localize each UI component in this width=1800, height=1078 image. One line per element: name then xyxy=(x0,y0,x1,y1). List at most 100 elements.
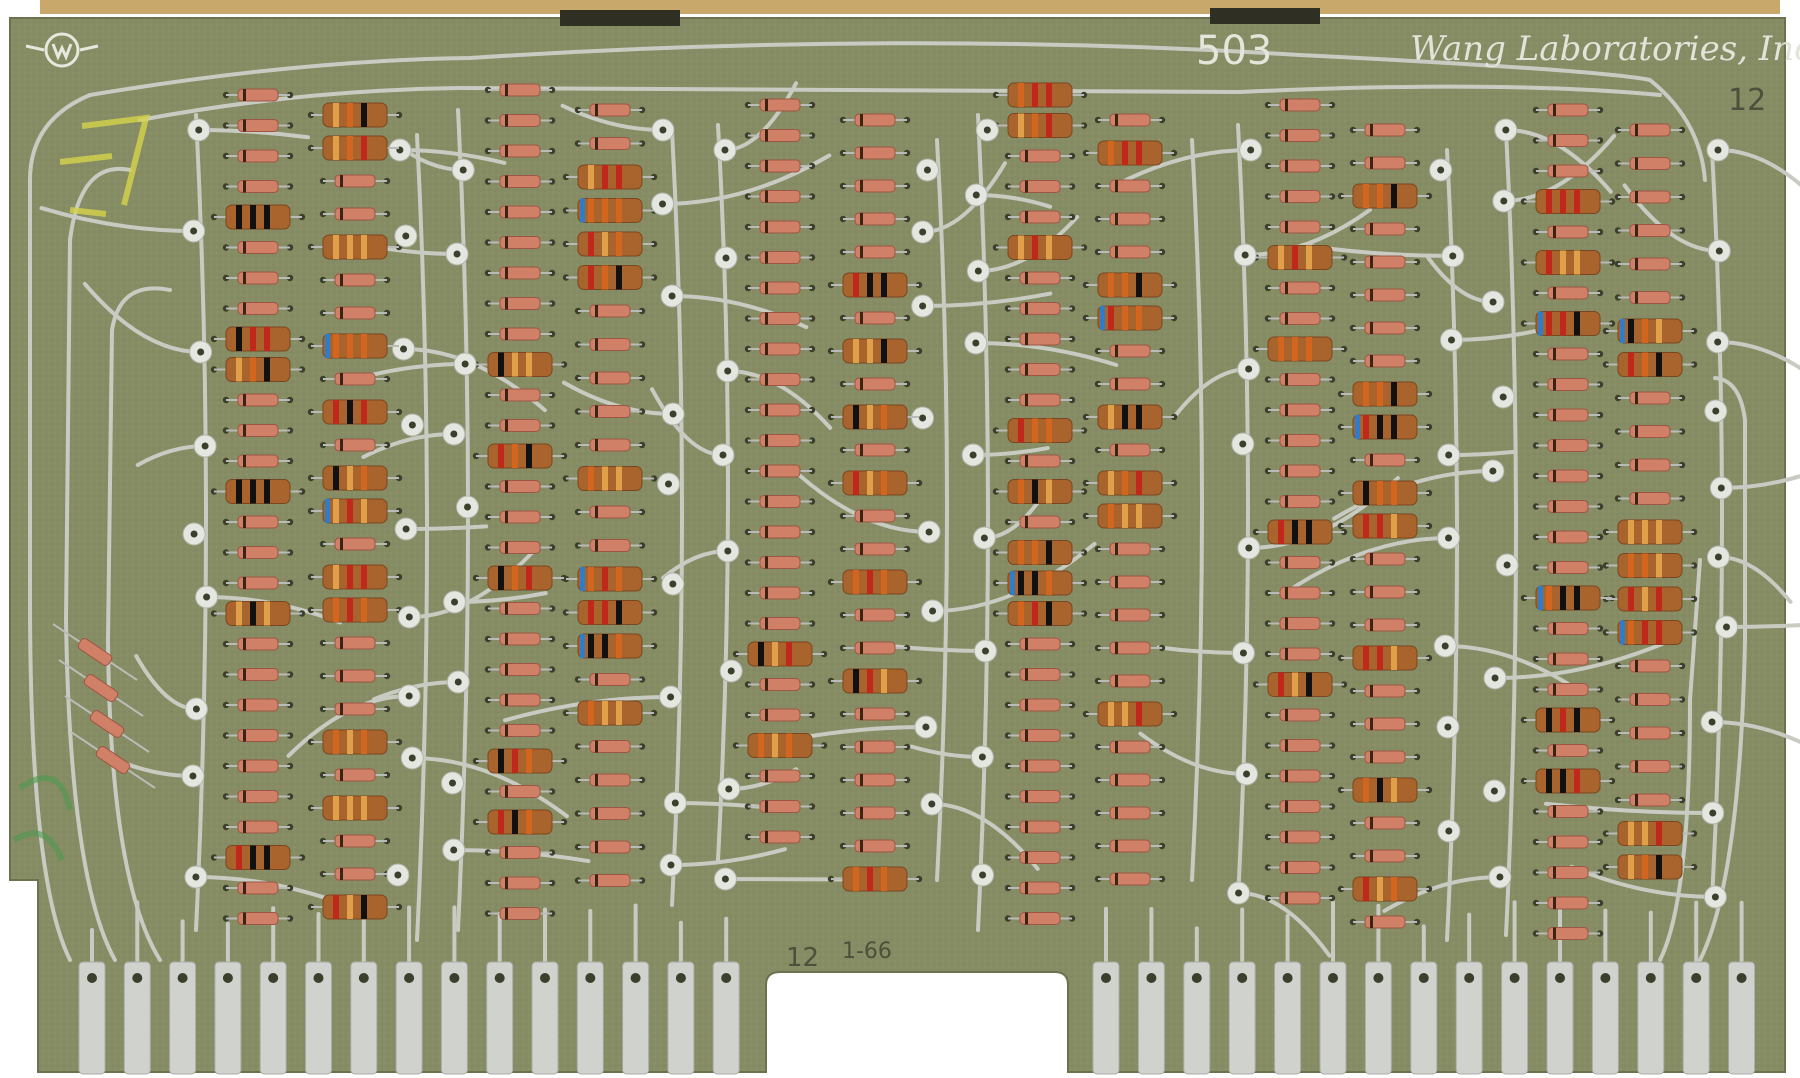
color-band xyxy=(1285,160,1288,172)
pad-hole xyxy=(983,126,991,134)
resistor-body xyxy=(1019,820,1061,834)
color-band xyxy=(765,617,768,630)
color-band xyxy=(1635,760,1638,773)
resistor-body xyxy=(1629,291,1671,304)
color-band xyxy=(1370,619,1373,631)
capacitor-body xyxy=(1097,140,1163,166)
resistor-body xyxy=(237,180,279,193)
finger-hole xyxy=(1373,973,1384,983)
capacitor-body xyxy=(322,333,388,359)
resistor-body xyxy=(334,669,376,683)
color-band xyxy=(243,455,246,467)
resistor-body xyxy=(1109,839,1151,853)
resistor-body xyxy=(1109,872,1151,886)
capacitor-body xyxy=(487,809,553,835)
color-band xyxy=(505,267,508,279)
color-band xyxy=(853,570,859,594)
resistor-body xyxy=(1279,891,1321,905)
color-band xyxy=(580,198,585,223)
resistor-body xyxy=(1019,454,1061,468)
color-band xyxy=(498,566,504,590)
color-band xyxy=(1025,516,1028,528)
color-band xyxy=(860,114,863,126)
resistor-body xyxy=(589,874,631,887)
signal-trace xyxy=(1280,536,1451,597)
color-band xyxy=(772,642,778,666)
resistor-body xyxy=(1279,495,1321,508)
color-band xyxy=(347,235,353,259)
color-band xyxy=(1391,184,1397,208)
color-band xyxy=(860,609,863,621)
finger-hole xyxy=(1600,973,1611,983)
pad-hole xyxy=(919,414,927,422)
capacitor-body xyxy=(577,700,643,726)
color-band xyxy=(243,241,246,254)
signal-trace xyxy=(1493,641,1667,680)
signal-trace xyxy=(407,545,539,619)
resistor-body xyxy=(1109,542,1151,556)
pad-hole xyxy=(203,593,211,601)
pad-hole xyxy=(450,846,458,854)
resistor-body xyxy=(854,311,896,325)
pad-hole xyxy=(922,723,930,731)
resistor-body xyxy=(1279,617,1321,630)
connector-finger xyxy=(395,961,423,1075)
capacitor-body xyxy=(225,204,291,230)
color-band xyxy=(505,877,508,889)
resistor-body xyxy=(589,405,631,418)
resistor-body xyxy=(854,179,896,193)
resistor-body xyxy=(1019,729,1061,742)
color-band xyxy=(1018,235,1024,260)
color-band xyxy=(1032,113,1038,138)
color-band xyxy=(333,598,339,622)
color-band xyxy=(361,598,367,622)
color-band xyxy=(1032,601,1038,626)
capacitor-body xyxy=(1007,82,1073,108)
color-band xyxy=(602,265,608,290)
color-band xyxy=(1115,642,1118,654)
resistor-body xyxy=(1279,464,1321,478)
resistor-body xyxy=(237,912,279,925)
resistor-body xyxy=(759,708,801,722)
color-band xyxy=(1635,492,1638,505)
color-band xyxy=(505,114,508,127)
resistor-body xyxy=(854,641,896,655)
color-band xyxy=(588,232,594,256)
resistor-body xyxy=(854,377,896,391)
color-band xyxy=(602,634,608,658)
resistor-body xyxy=(1019,180,1061,193)
color-band xyxy=(765,190,768,203)
pad-hole xyxy=(1239,440,1247,448)
capacitor-body xyxy=(1352,777,1418,803)
pad-hole xyxy=(1243,770,1251,778)
color-band xyxy=(1377,778,1383,802)
color-band xyxy=(595,774,598,786)
pad-hole xyxy=(450,430,458,438)
finger-hole xyxy=(358,973,369,983)
color-band xyxy=(1108,405,1114,429)
connector-finger xyxy=(1410,961,1438,1075)
resistor-body xyxy=(237,515,279,529)
resistor-body xyxy=(1019,332,1061,346)
resistor-body xyxy=(759,220,801,234)
color-band xyxy=(526,352,532,377)
resistor-body xyxy=(589,673,631,686)
capacitor-body xyxy=(842,569,908,595)
finger-hole xyxy=(1691,973,1702,983)
perimeter-trace xyxy=(105,286,172,962)
capacitor-body xyxy=(322,465,388,491)
color-band xyxy=(765,434,768,447)
board-substrate xyxy=(9,17,1786,1073)
color-band xyxy=(1635,291,1638,304)
color-band xyxy=(1025,790,1028,803)
color-band xyxy=(1553,348,1556,360)
color-band xyxy=(505,389,508,401)
resistor-body xyxy=(1629,726,1671,740)
color-band xyxy=(1115,840,1118,852)
color-band xyxy=(505,602,508,615)
capacitor-body xyxy=(1352,183,1418,209)
color-band xyxy=(1018,540,1024,565)
resistor-body xyxy=(499,541,541,554)
resistor-body xyxy=(1279,830,1321,844)
